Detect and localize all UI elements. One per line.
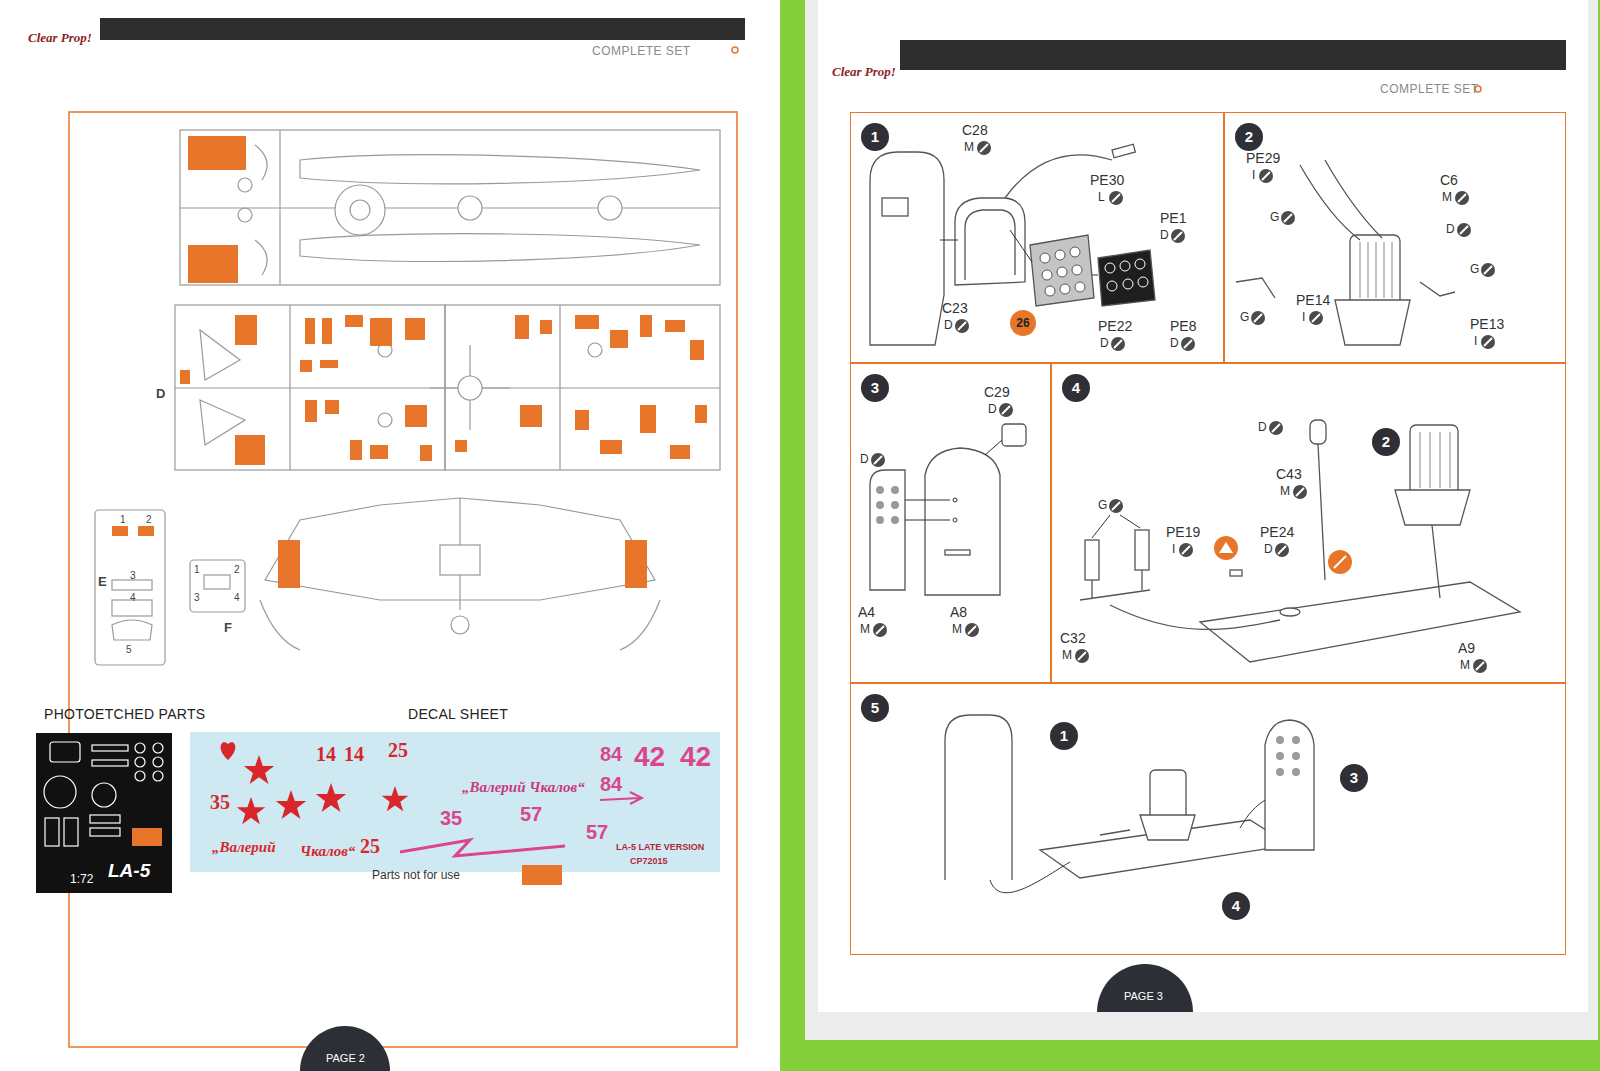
part-number: 3 <box>194 592 200 604</box>
step-panel: 2 <box>1224 112 1566 363</box>
paint-code: I <box>1302 310 1305 324</box>
paint-code: D <box>860 452 869 466</box>
brand-logo: Clear Prop! <box>832 64 896 80</box>
step-reference: 1 <box>1050 722 1078 750</box>
sprue-letter: E <box>98 574 107 590</box>
paint-code: G <box>1270 210 1279 224</box>
paint-code: G <box>1098 498 1107 512</box>
part-number: 5 <box>126 644 132 656</box>
legend-swatch <box>522 865 562 885</box>
part-code: C6 <box>1440 172 1458 189</box>
part-code: C32 <box>1060 630 1086 647</box>
part-code: PE22 <box>1098 318 1132 335</box>
paint-code: D <box>1100 336 1109 350</box>
sprue-letter: F <box>224 620 232 636</box>
section-title: DECAL SHEET <box>408 706 508 723</box>
part-code: PE19 <box>1166 524 1200 541</box>
part-code: PE24 <box>1260 524 1294 541</box>
decal-number: 25 <box>360 834 380 858</box>
part-code: PE1 <box>1160 210 1186 227</box>
step-number: 3 <box>861 374 889 402</box>
paint-code: D <box>1446 222 1455 236</box>
part-code: PE29 <box>1246 150 1280 167</box>
part-number: 1 <box>120 514 126 526</box>
step-reference: 4 <box>1222 892 1250 920</box>
paint-code: M <box>964 140 974 154</box>
decal-number: 14 <box>316 742 336 766</box>
part-code: C29 <box>984 384 1010 401</box>
paint-code: D <box>944 318 953 332</box>
step-number: 5 <box>861 694 889 722</box>
paint-code: M <box>1062 648 1072 662</box>
page-number: PAGE 2 <box>326 1052 365 1065</box>
step-panel: 5 <box>850 683 1566 955</box>
paint-code: I <box>1252 168 1255 182</box>
sprue-letter: D <box>156 386 165 402</box>
part-code: C28 <box>962 122 988 139</box>
model-name: LA-5 <box>108 860 150 883</box>
decal-number: 84 <box>600 772 622 796</box>
part-code: A9 <box>1458 640 1475 657</box>
paint-code: M <box>1280 484 1290 498</box>
paint-code: M <box>1442 190 1452 204</box>
part-code: PE14 <box>1296 292 1330 309</box>
step-reference: 2 <box>1372 428 1400 456</box>
part-number: 4 <box>234 592 240 604</box>
brand-logo: Clear Prop! <box>28 30 92 46</box>
part-number: 1 <box>194 564 200 576</box>
decal-number: 42 <box>680 740 711 774</box>
part-code: PE8 <box>1170 318 1196 335</box>
paint-code: M <box>860 622 870 636</box>
part-code: C43 <box>1276 466 1302 483</box>
section-title: PHOTOETCHED PARTS <box>44 706 205 723</box>
paint-code: D <box>1160 228 1169 242</box>
step-panel: 3 <box>850 363 1051 683</box>
decal-number: 14 <box>344 742 364 766</box>
paint-code: I <box>1172 542 1175 556</box>
decal-number: 42 <box>634 740 665 774</box>
paint-code: M <box>1460 658 1470 672</box>
paint-code: I <box>1474 334 1477 348</box>
decal-slogan: „Валерий Чкалов“ <box>462 778 585 796</box>
decal-number: 25 <box>388 738 408 762</box>
decal-number: 57 <box>586 820 608 844</box>
paint-code: D <box>1258 420 1267 434</box>
step-reference: 3 <box>1340 764 1368 792</box>
decal-slogan: Чкалов“ <box>300 842 355 860</box>
part-number: 3 <box>130 570 136 582</box>
decal-number: 57 <box>520 802 542 826</box>
step-number: 2 <box>1235 123 1263 151</box>
decal-slogan: „Валерий <box>212 838 276 856</box>
part-code: PE30 <box>1090 172 1124 189</box>
decal-title: LA-5 LATE VERSION <box>616 842 704 853</box>
part-number: 2 <box>234 564 240 576</box>
paint-code: M <box>952 622 962 636</box>
part-code: PE13 <box>1470 316 1504 333</box>
paint-code: D <box>988 402 997 416</box>
page-number: PAGE 3 <box>1124 990 1163 1003</box>
decal-number: 84 <box>600 742 622 766</box>
decal-code: CP72015 <box>630 856 668 867</box>
paint-code: G <box>1240 310 1249 324</box>
legend-text: Parts not for use <box>372 868 460 882</box>
part-number: 2 <box>146 514 152 526</box>
scale-mark: 1:72 <box>70 872 93 886</box>
step-panel: 4 <box>1051 363 1566 683</box>
step-number: 4 <box>1062 374 1090 402</box>
part-code: A4 <box>858 604 875 621</box>
part-number: 4 <box>130 592 136 604</box>
decal-callout: 26 <box>1010 310 1036 336</box>
decal-number: 35 <box>210 790 230 814</box>
page-header: COMPLETE SET <box>1380 82 1479 96</box>
part-code: A8 <box>950 604 967 621</box>
paint-code: D <box>1170 336 1179 350</box>
decal-number: 35 <box>440 806 462 830</box>
page-header: COMPLETE SET <box>592 44 691 58</box>
paint-code: G <box>1470 262 1479 276</box>
step-number: 1 <box>861 123 889 151</box>
part-code: C23 <box>942 300 968 317</box>
paint-code: L <box>1098 190 1105 204</box>
paint-code: D <box>1264 542 1273 556</box>
